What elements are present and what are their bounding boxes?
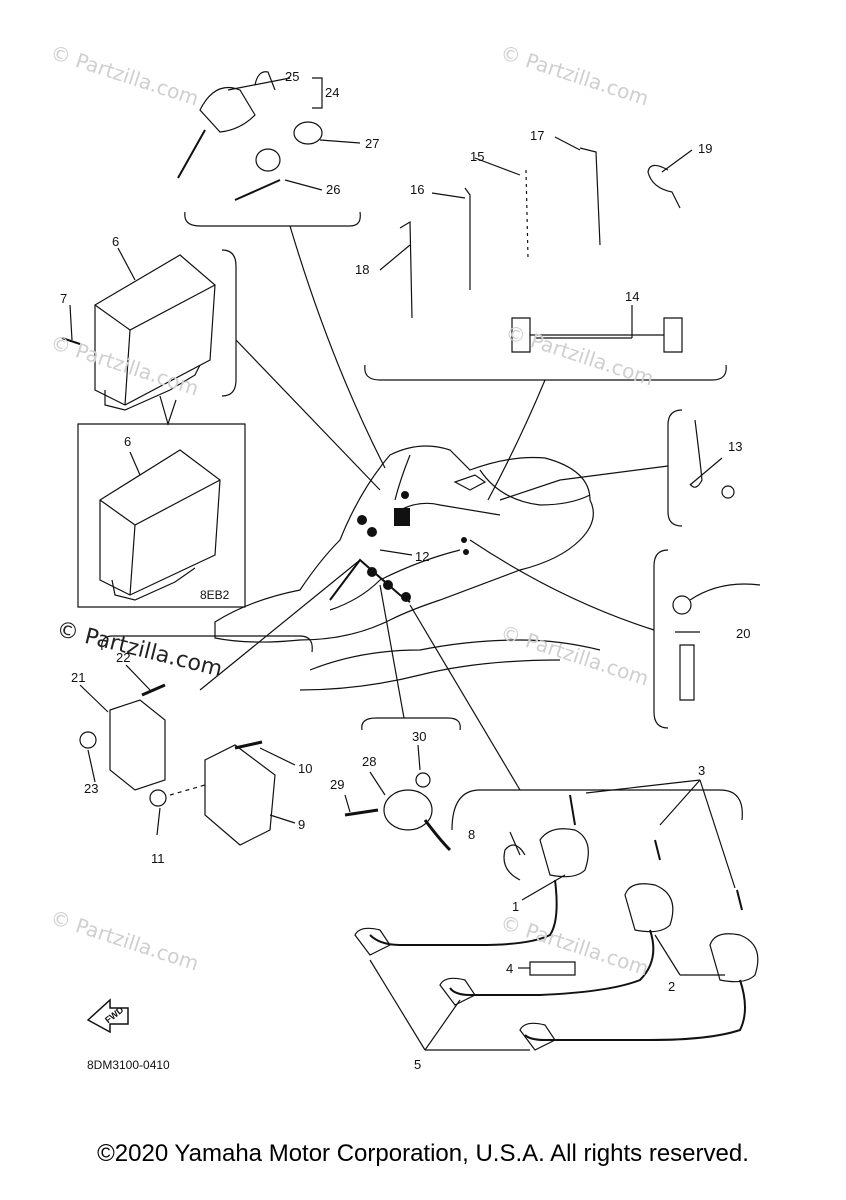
- plug-clamp-4: [530, 962, 575, 975]
- callout-1: 1: [512, 899, 520, 914]
- callout-23: 23: [84, 781, 99, 796]
- callout-3: 3: [698, 763, 706, 778]
- callout-2: 2: [668, 979, 676, 994]
- group-bracket-coils: [452, 790, 742, 830]
- main-switch-24: [200, 88, 255, 133]
- lead-13: [690, 420, 702, 487]
- bolt-10: [235, 742, 262, 748]
- callout-30: 30: [412, 729, 427, 744]
- copyright-footer: ©2020 Yamaha Motor Corporation, U.S.A. A…: [97, 1140, 749, 1167]
- callout-9: 9: [298, 817, 306, 832]
- group-bracket-cdi: [222, 250, 236, 396]
- ecu-inset-box: [78, 424, 245, 607]
- clip-8: [504, 845, 525, 880]
- diagram-lines: [0, 0, 846, 1120]
- screw-3c: [737, 890, 742, 910]
- plug-cap-3: [520, 1023, 555, 1050]
- screw-3b: [655, 840, 660, 860]
- callout-7: 7: [60, 291, 68, 306]
- callout-27: 27: [365, 136, 380, 151]
- drawing-code: 8DM3100-0410: [87, 1058, 170, 1072]
- coil-2a: [625, 884, 673, 932]
- bolt-13: [722, 486, 734, 498]
- screw-3a: [570, 795, 575, 825]
- callout-15: 15: [470, 149, 485, 164]
- coil-1: [540, 829, 588, 877]
- throttle-sensor-28: [384, 790, 432, 830]
- callout-6-inset: 6: [124, 434, 132, 449]
- callout-25: 25: [285, 69, 300, 84]
- callout-5: 5: [414, 1057, 422, 1072]
- ecu-unit-inset: [100, 450, 220, 595]
- callout-19: 19: [698, 141, 713, 156]
- nut-11: [150, 790, 166, 806]
- callout-14: 14: [625, 289, 640, 304]
- bolt-29: [345, 810, 378, 815]
- group-bracket-regulator: [112, 636, 312, 652]
- callout-4: 4: [506, 961, 514, 976]
- nut-23: [80, 732, 96, 748]
- clip-19: [648, 165, 680, 208]
- callout-22: 22: [116, 650, 131, 665]
- callout-12: 12: [415, 549, 430, 564]
- inset-code: 8EB2: [200, 588, 230, 602]
- fwd-arrow-icon: [88, 1000, 128, 1032]
- cable-tie-17: [580, 148, 600, 245]
- callout-8: 8: [468, 827, 476, 842]
- snowmobile-body-outline: [215, 446, 593, 642]
- clamp-14b: [664, 318, 682, 352]
- coil-2b: [710, 934, 758, 982]
- group-bracket-ignition: [185, 212, 360, 226]
- parts-diagram: © Partzilla.com © Partzilla.com © Partzi…: [0, 0, 846, 1120]
- group-bracket-13: [668, 410, 682, 526]
- callout-11: 11: [151, 851, 165, 866]
- callout-26: 26: [326, 182, 341, 197]
- callout-21: 21: [71, 670, 86, 685]
- callout-24: 24: [325, 85, 340, 100]
- callout-16: 16: [410, 182, 425, 197]
- callout-29: 29: [330, 777, 345, 792]
- callout-28: 28: [362, 754, 377, 769]
- clamp-14a: [512, 318, 530, 352]
- callout-17: 17: [530, 128, 545, 143]
- regulator-9: [205, 745, 275, 845]
- screw-7: [62, 338, 80, 344]
- sensor-20: [673, 596, 691, 614]
- cable-tie-18: [400, 222, 412, 318]
- nut-30: [416, 773, 430, 787]
- plug-cap-2: [440, 978, 475, 1005]
- plug-cap-1: [355, 928, 390, 955]
- callout-6: 6: [112, 234, 120, 249]
- callout-20: 20: [736, 626, 751, 641]
- connector-main: [394, 508, 410, 526]
- callout-10: 10: [298, 761, 313, 776]
- switch-26: [256, 149, 280, 171]
- group-bracket-wires: [365, 365, 726, 380]
- ecu-unit: [95, 255, 215, 405]
- callout-13: 13: [728, 439, 743, 454]
- bolt-22: [142, 685, 165, 695]
- group-bracket-throttle: [362, 718, 460, 730]
- cable-tie-16: [465, 188, 470, 290]
- callout-18: 18: [355, 262, 370, 277]
- sensor-20-probe: [680, 645, 694, 700]
- clamp-15: [526, 170, 528, 258]
- nut-27: [294, 122, 322, 144]
- group-bracket-20: [654, 550, 668, 728]
- rectifier-21: [110, 700, 165, 790]
